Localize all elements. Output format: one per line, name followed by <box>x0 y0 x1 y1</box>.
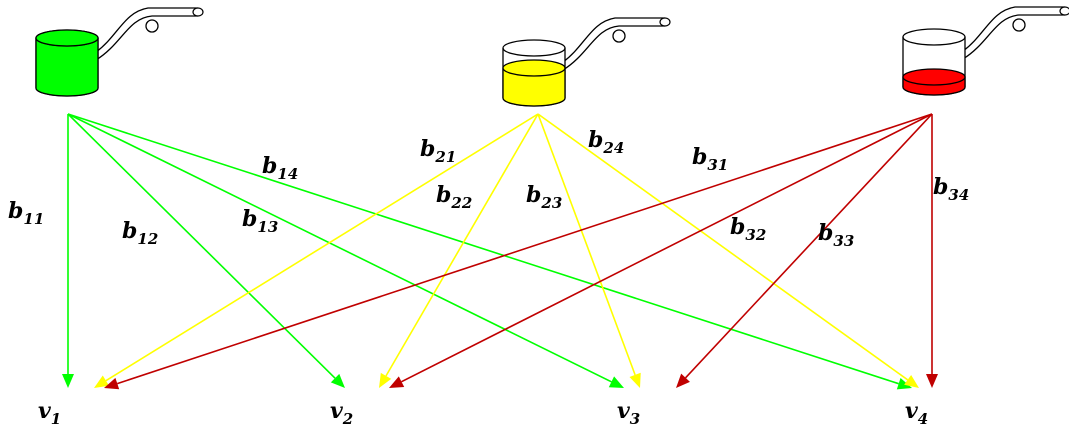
arrowhead <box>629 372 641 388</box>
edge-b32 <box>389 113 933 388</box>
labels-layer: b11 b12 b13 b14 b21 b22 b23 b24 b31 b32 b33 b34 v1 v2… <box>8 127 969 426</box>
edge-b31 <box>104 113 933 390</box>
pot-rim <box>502 39 566 57</box>
handle-ring <box>1012 18 1026 32</box>
edge-line <box>67 113 336 379</box>
edge-line <box>401 113 933 383</box>
arrowhead <box>389 376 405 388</box>
edge-b33 <box>676 113 933 388</box>
edge-line <box>537 113 909 381</box>
edge-label-b11: b11 <box>8 198 44 228</box>
edge-label-b22: b22 <box>436 182 472 212</box>
edge-label-b12: b12 <box>122 218 158 248</box>
edge-b21 <box>94 113 539 388</box>
edge-line <box>67 113 899 385</box>
arrowhead <box>608 376 624 388</box>
arrowhead <box>379 372 392 388</box>
liquid-surface <box>902 68 966 86</box>
edge-label-b32: b32 <box>730 214 766 244</box>
pot-1-icon <box>35 7 204 97</box>
edge-b22 <box>379 113 539 388</box>
handle-end <box>1059 6 1069 16</box>
arrowhead <box>926 374 938 388</box>
liquid-surface <box>502 59 566 77</box>
edge-label-b34: b34 <box>933 174 969 204</box>
pot-3-icon <box>902 6 1069 96</box>
handle-end <box>192 7 204 17</box>
edge-line <box>117 113 933 385</box>
arrowhead <box>104 377 120 390</box>
pots-layer <box>35 6 1069 107</box>
arrowhead <box>330 373 345 388</box>
edge-label-b33: b33 <box>818 220 854 250</box>
pot-liquid <box>35 37 99 97</box>
pot-rim <box>902 28 966 46</box>
edge-b34 <box>926 114 938 388</box>
edge-b11 <box>62 114 74 388</box>
arrowhead <box>904 374 919 388</box>
pot-rim <box>35 29 99 47</box>
handle-ring <box>612 29 626 43</box>
pot-liquid <box>502 67 566 107</box>
edge-line <box>67 113 612 383</box>
node-label-v4: v4 <box>905 398 928 426</box>
arrowhead <box>94 375 110 388</box>
edge-b12 <box>67 113 345 388</box>
edge-label-b23: b23 <box>526 182 562 212</box>
edges-layer <box>62 113 938 390</box>
arrowhead <box>676 373 690 388</box>
pot-2-icon <box>502 17 671 107</box>
handle-end <box>659 17 671 27</box>
arrowhead <box>62 374 74 388</box>
edge-label-b13: b13 <box>242 206 278 236</box>
edge-b24 <box>537 113 919 388</box>
edge-b23 <box>537 113 641 388</box>
node-label-v2: v2 <box>330 398 353 426</box>
edge-label-b24: b24 <box>588 127 624 157</box>
edge-line <box>537 113 636 376</box>
edge-line <box>105 113 539 382</box>
pot-handle <box>562 17 665 71</box>
edge-line <box>385 113 539 377</box>
node-label-v1: v1 <box>38 398 61 426</box>
edge-label-b21: b21 <box>420 136 456 166</box>
edge-label-b31: b31 <box>692 144 728 174</box>
edge-b14 <box>67 113 912 390</box>
arrowhead <box>896 377 912 390</box>
edge-label-b14: b14 <box>262 153 298 183</box>
pot-handle <box>95 7 198 61</box>
pot-handle <box>962 6 1065 60</box>
edge-b13 <box>67 113 624 388</box>
node-label-v3: v3 <box>617 398 640 426</box>
handle-ring <box>145 19 159 33</box>
edge-line <box>684 113 933 379</box>
